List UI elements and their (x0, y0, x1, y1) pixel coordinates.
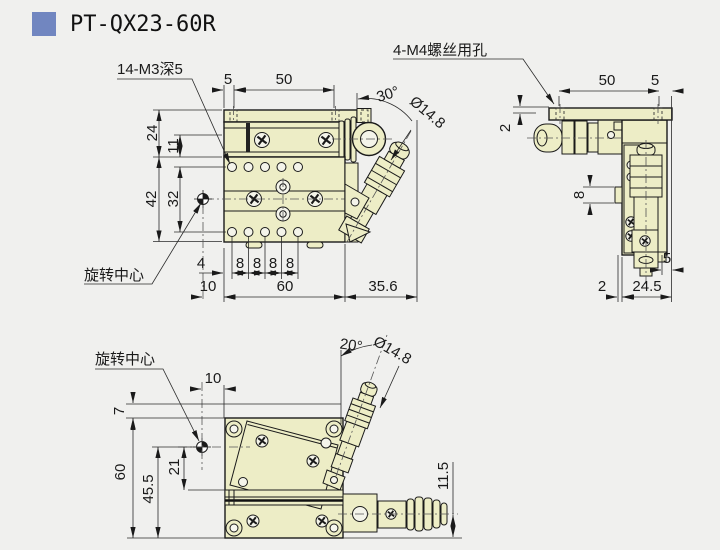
note-screw-leader (393, 58, 555, 105)
bottom-corner-hole (325, 420, 343, 438)
dim-side-24-5: 24.5 (632, 278, 661, 295)
dim-side-50: 50 (599, 72, 616, 89)
front-stage-gap (246, 123, 250, 152)
title-block: PT-QX23-60R (32, 12, 216, 37)
dim-front-32: 32 (165, 191, 182, 208)
bottom-knob-assembly (338, 493, 458, 533)
side-horizontal-micrometer (527, 115, 636, 155)
dim-front-8a: 8 (236, 255, 244, 272)
dim-front-8b: 8 (253, 255, 261, 272)
rotation-center-leader-bottom (95, 368, 200, 442)
page-title: PT-QX23-60R (70, 12, 216, 37)
front-adjustment-knob (332, 116, 395, 163)
front-view: 14-M3深5 5 50 30° Ø14.8 24 11 42 32 旋 (84, 61, 448, 302)
dim-bottom-7: 7 (111, 407, 128, 415)
note-rotation-center: 旋转中心 (84, 267, 144, 284)
dim-side-8: 8 (571, 191, 588, 199)
dim-front-24: 24 (144, 125, 161, 142)
dim-bottom-60: 60 (112, 464, 129, 481)
note-thread: 14-M3深5 (117, 61, 183, 78)
bottom-screw (246, 514, 260, 528)
dim-front-10: 10 (200, 278, 217, 295)
bottom-plate-screw (255, 434, 269, 448)
front-screw (253, 131, 271, 149)
front-rotation-body (223, 156, 346, 243)
dim-bottom-45-5: 45.5 (140, 474, 157, 503)
bottom-angled-micrometer (330, 381, 378, 474)
bottom-corner-hole (325, 519, 343, 537)
dim-bottom-21: 21 (166, 459, 183, 476)
dim-bottom-11-5: 11.5 (435, 462, 452, 490)
bottom-corner-hole (225, 420, 243, 438)
dim-front-11: 11 (165, 138, 182, 154)
side-view: 4-M4螺丝用孔 50 5 2 8 5 2 24.5 (393, 42, 684, 302)
dim-front-60: 60 (277, 278, 294, 295)
dim-front-42: 42 (143, 191, 160, 208)
bottom-corner-hole (225, 519, 243, 537)
dim-front-angle: 30° (375, 83, 402, 106)
dim-front-8d: 8 (286, 255, 294, 272)
front-top-plate (223, 109, 358, 123)
dim-side-2-top: 2 (497, 124, 514, 132)
note-thread-leader (117, 78, 231, 165)
bottom-screw (315, 514, 329, 528)
dim-front-4: 4 (197, 255, 205, 272)
dim-side-2-bottom: 2 (598, 278, 606, 295)
dim-side-5: 5 (651, 72, 659, 89)
front-plate-end-block (356, 108, 372, 123)
dim-front-5: 5 (224, 71, 232, 88)
note-screw-holes: 4-M4螺丝用孔 (393, 42, 487, 59)
legend-square-icon (32, 12, 56, 36)
side-vertical-micrometer (629, 140, 663, 284)
dim-front-8c: 8 (269, 255, 277, 272)
note-rotation-center-bottom: 旋转中心 (95, 351, 155, 368)
dim-bottom-10: 10 (205, 370, 222, 387)
side-tab (614, 186, 623, 204)
rotation-center-leader (84, 202, 202, 285)
side-top-plate (548, 107, 673, 121)
dim-side-5b: 5 (663, 250, 671, 267)
bottom-plate-screw (306, 454, 320, 468)
dim-front-35-6: 35.6 (368, 278, 397, 295)
dim-front-50: 50 (276, 71, 293, 88)
dim-bottom-angle: 20° (339, 336, 364, 356)
front-screw (317, 131, 335, 149)
front-hole-rows (227, 162, 303, 237)
